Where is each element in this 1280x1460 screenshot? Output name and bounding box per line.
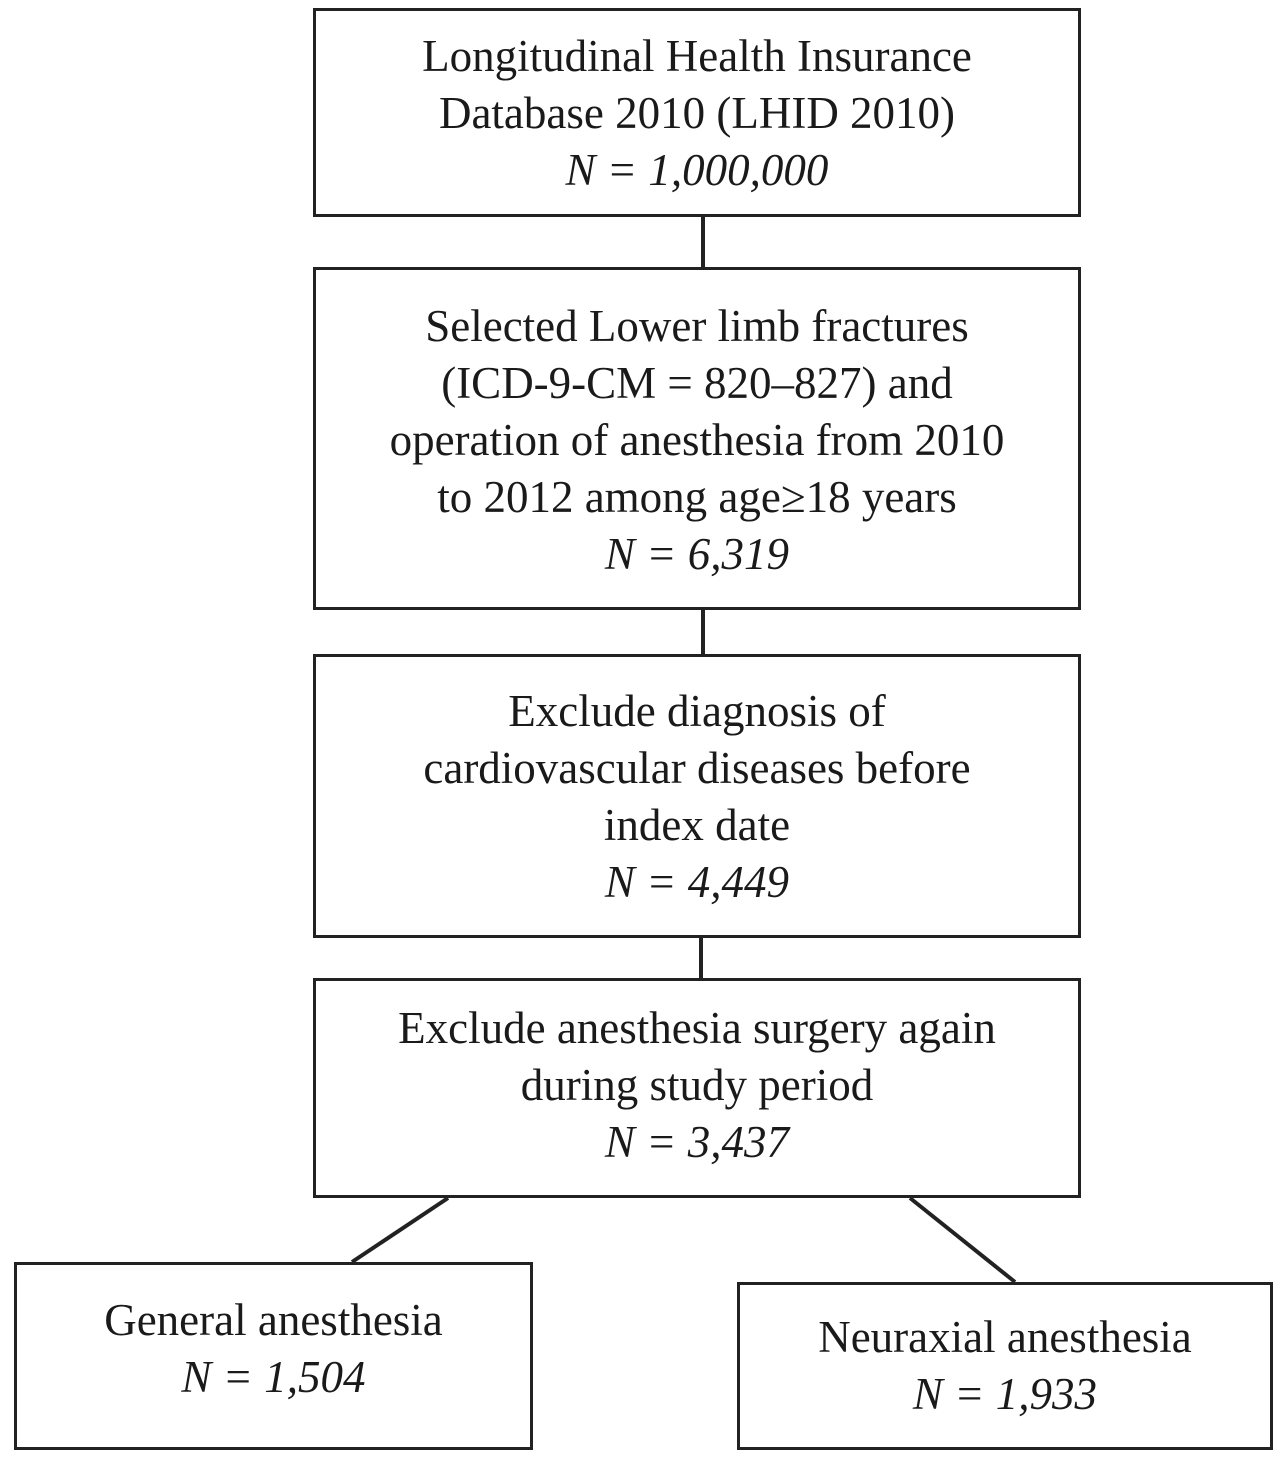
general-anesthesia-count: N = 1,504 — [181, 1352, 366, 1402]
database-line-1: Longitudinal Health Insurance — [422, 31, 972, 81]
exclusion-repeat-line-1: Exclude anesthesia surgery again — [398, 1002, 996, 1053]
selection-box: Selected Lower limb fractures (ICD-9-CM … — [313, 267, 1081, 610]
database-line-2: Database 2010 (LHID 2010) — [438, 88, 956, 138]
exclusion-repeat-count: N = 3,437 — [604, 1116, 790, 1167]
database-box: Longitudinal Health Insurance Database 2… — [313, 8, 1081, 217]
neuraxial-anesthesia-count: N = 1,933 — [912, 1369, 1098, 1419]
selection-line-2: (ICD-9-CM = 820–827) and — [441, 358, 953, 408]
exclusion-cvd-box: Exclude diagnosis of cardiovascular dise… — [313, 654, 1081, 938]
general-anesthesia-box: General anesthesia N = 1,504 — [14, 1262, 533, 1450]
connector-to-general — [350, 1196, 450, 1264]
connector-to-neuraxial — [908, 1196, 1017, 1284]
exclusion-cvd-count: N = 4,449 — [604, 857, 790, 907]
general-anesthesia-label: General anesthesia — [104, 1295, 443, 1345]
selection-line-4: to 2012 among age≥18 years — [437, 472, 957, 522]
neuraxial-anesthesia-box: Neuraxial anesthesia N = 1,933 — [737, 1282, 1273, 1450]
selection-count: N = 6,319 — [604, 529, 790, 579]
exclusion-cvd-line-1: Exclude diagnosis of — [508, 686, 886, 736]
selection-line-3: operation of anesthesia from 2010 — [389, 415, 1005, 465]
exclusion-cvd-line-3: index date — [603, 800, 791, 850]
exclusion-cvd-line-2: cardiovascular diseases before — [423, 743, 971, 793]
selection-line-1: Selected Lower limb fractures — [425, 301, 969, 351]
neuraxial-anesthesia-label: Neuraxial anesthesia — [818, 1312, 1192, 1362]
exclusion-repeat-box: Exclude anesthesia surgery again during … — [313, 978, 1081, 1198]
database-count: N = 1,000,000 — [565, 145, 829, 195]
exclusion-repeat-line-2: during study period — [520, 1059, 874, 1110]
